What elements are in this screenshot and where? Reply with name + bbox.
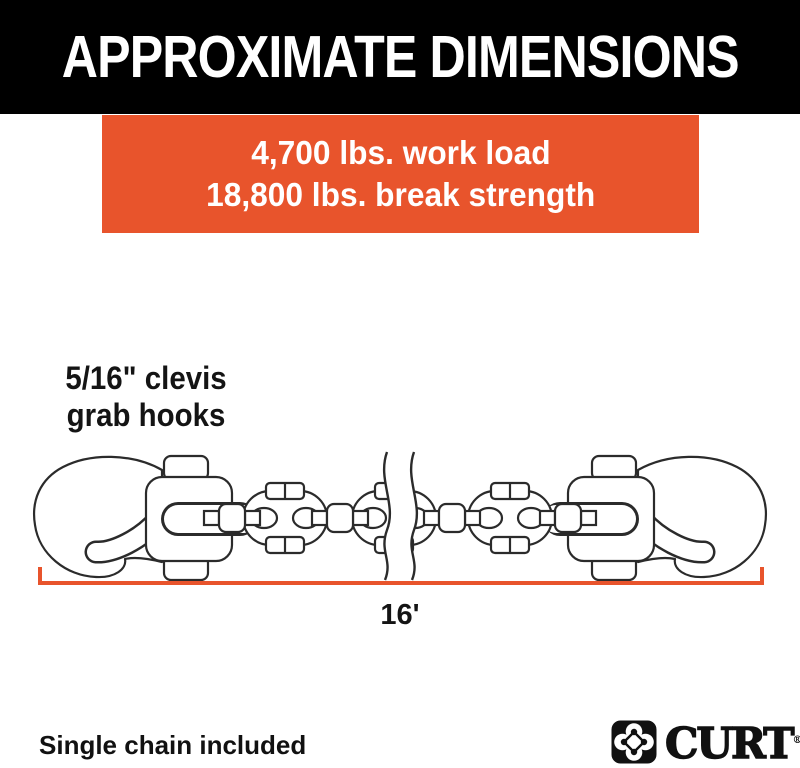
hook-label-line2: grab hooks <box>66 397 226 433</box>
work-load-text: 4,700 lbs. work load <box>250 134 551 171</box>
break-strength-text: 18,800 lbs. break strength <box>205 176 596 213</box>
curt-wordmark: CURT® <box>664 718 800 766</box>
dimension-line <box>38 567 764 585</box>
included-note: Single chain included <box>39 730 307 760</box>
hook-label-line1: 5/16" clevis <box>65 360 227 396</box>
page-title: APPROXIMATE DIMENSIONS <box>61 24 740 90</box>
hook-callout-label: 5/16" clevis grab hooks <box>52 360 240 434</box>
length-label: 16' <box>380 599 420 631</box>
break-symbol <box>382 451 419 581</box>
title-banner: APPROXIMATE DIMENSIONS <box>0 0 800 114</box>
trademark-symbol: ® <box>792 734 800 746</box>
spec-banner: 4,700 lbs. work load 18,800 lbs. break s… <box>102 115 699 233</box>
curt-cloverleaf-icon <box>611 720 657 764</box>
curt-logo: CURT® <box>611 718 800 767</box>
